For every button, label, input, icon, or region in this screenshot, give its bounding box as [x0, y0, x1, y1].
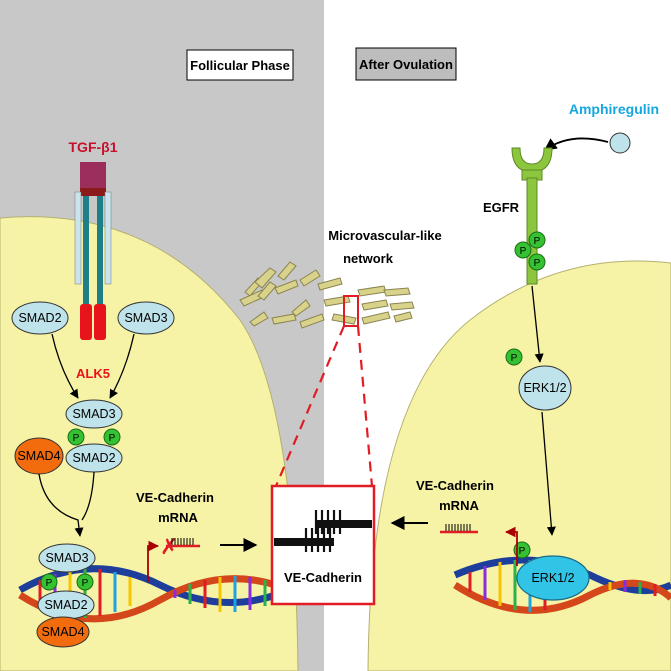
- egfr-receptor-icon: [511, 147, 553, 285]
- transcription-arrow-right: [504, 526, 518, 566]
- amphiregulin-ligand-icon: [609, 132, 631, 154]
- complex-arrow: [81, 471, 95, 521]
- phospho-badge: [103, 428, 121, 446]
- blocked-transcription-arrow: [147, 540, 160, 582]
- erk-nucleus-oval: [516, 555, 590, 601]
- zoom-line-right: [356, 325, 374, 487]
- dna-helix-right-icon: [453, 556, 671, 614]
- phospho-badge: [514, 241, 532, 259]
- phospho-label: P: [520, 246, 527, 257]
- ligand-binding-arrow: [543, 137, 609, 151]
- smad3-dna-oval: [38, 543, 96, 573]
- network-label-line2: network: [343, 251, 394, 266]
- mrna-icon: [440, 524, 478, 534]
- smad2-arrow: [51, 333, 79, 399]
- mrna-right-line2: mRNA: [439, 498, 479, 513]
- erk-cytoplasm-oval: [518, 365, 572, 411]
- phospho-label: P: [534, 236, 541, 247]
- phospho-badge: [76, 573, 94, 591]
- phospho-badge: [528, 231, 546, 249]
- alk5-label: ALK5: [76, 366, 110, 381]
- phospho-badge: [40, 573, 58, 591]
- network-label-line1: Microvascular-like: [328, 228, 441, 243]
- smad2-complex-label: SMAD2: [72, 451, 115, 465]
- phospho-badge: [505, 348, 523, 366]
- phospho-badge: [528, 253, 546, 271]
- egfr-to-erk-arrow: [531, 285, 544, 363]
- phospho-label: P: [73, 433, 80, 444]
- erk-nucleus-label: ERK1/2: [531, 571, 574, 585]
- phospho-label: P: [109, 433, 116, 444]
- mrna-icon: [166, 538, 200, 548]
- smad4-arrow: [38, 473, 84, 537]
- smad3-complex-label: SMAD3: [72, 407, 115, 421]
- smad2-dna-label: SMAD2: [44, 598, 87, 612]
- mrna-left-line1: VE-Cadherin: [136, 490, 214, 505]
- phospho-badge: [513, 541, 531, 559]
- smad3-arrow: [109, 333, 135, 399]
- tgf-beta-label: TGF-β1: [69, 139, 118, 155]
- tgf-beta-receptor-icon: [74, 162, 112, 340]
- zoom-box-small: [343, 295, 359, 327]
- after-ovulation-box: [355, 47, 457, 81]
- smad3-complex-oval: [65, 399, 123, 429]
- phospho-label: P: [82, 578, 89, 589]
- smad3-oval: [117, 301, 175, 335]
- follicular-phase-label: Follicular Phase: [190, 58, 290, 73]
- phospho-badge: [67, 428, 85, 446]
- phospho-label: P: [519, 546, 526, 557]
- smad2-label: SMAD2: [18, 311, 61, 325]
- erk-cytoplasm-label: ERK1/2: [523, 381, 566, 395]
- erk-translocation-arrow: [541, 411, 556, 536]
- phospho-label: P: [511, 353, 518, 364]
- follicular-phase-box: [186, 49, 294, 81]
- smad4-dna-oval: [36, 616, 90, 648]
- amphiregulin-label: Amphiregulin: [569, 101, 659, 117]
- smad4-dna-label: SMAD4: [41, 625, 84, 639]
- ve-cadherin-label: VE-Cadherin: [284, 570, 362, 585]
- after-ovulation-label: After Ovulation: [359, 57, 453, 72]
- egfr-label: EGFR: [483, 200, 520, 215]
- smad3-label: SMAD3: [124, 311, 167, 325]
- ve-cadherin-junction-icon: [274, 510, 372, 552]
- mrna-left-line2: mRNA: [158, 510, 198, 525]
- mrna-right-line1: VE-Cadherin: [416, 478, 494, 493]
- smad4-label: SMAD4: [17, 449, 60, 463]
- phospho-label: P: [534, 258, 541, 269]
- smad3-dna-label: SMAD3: [45, 551, 88, 565]
- phospho-label: P: [46, 578, 53, 589]
- smad2-oval: [11, 301, 69, 335]
- zoom-line-left: [274, 325, 346, 487]
